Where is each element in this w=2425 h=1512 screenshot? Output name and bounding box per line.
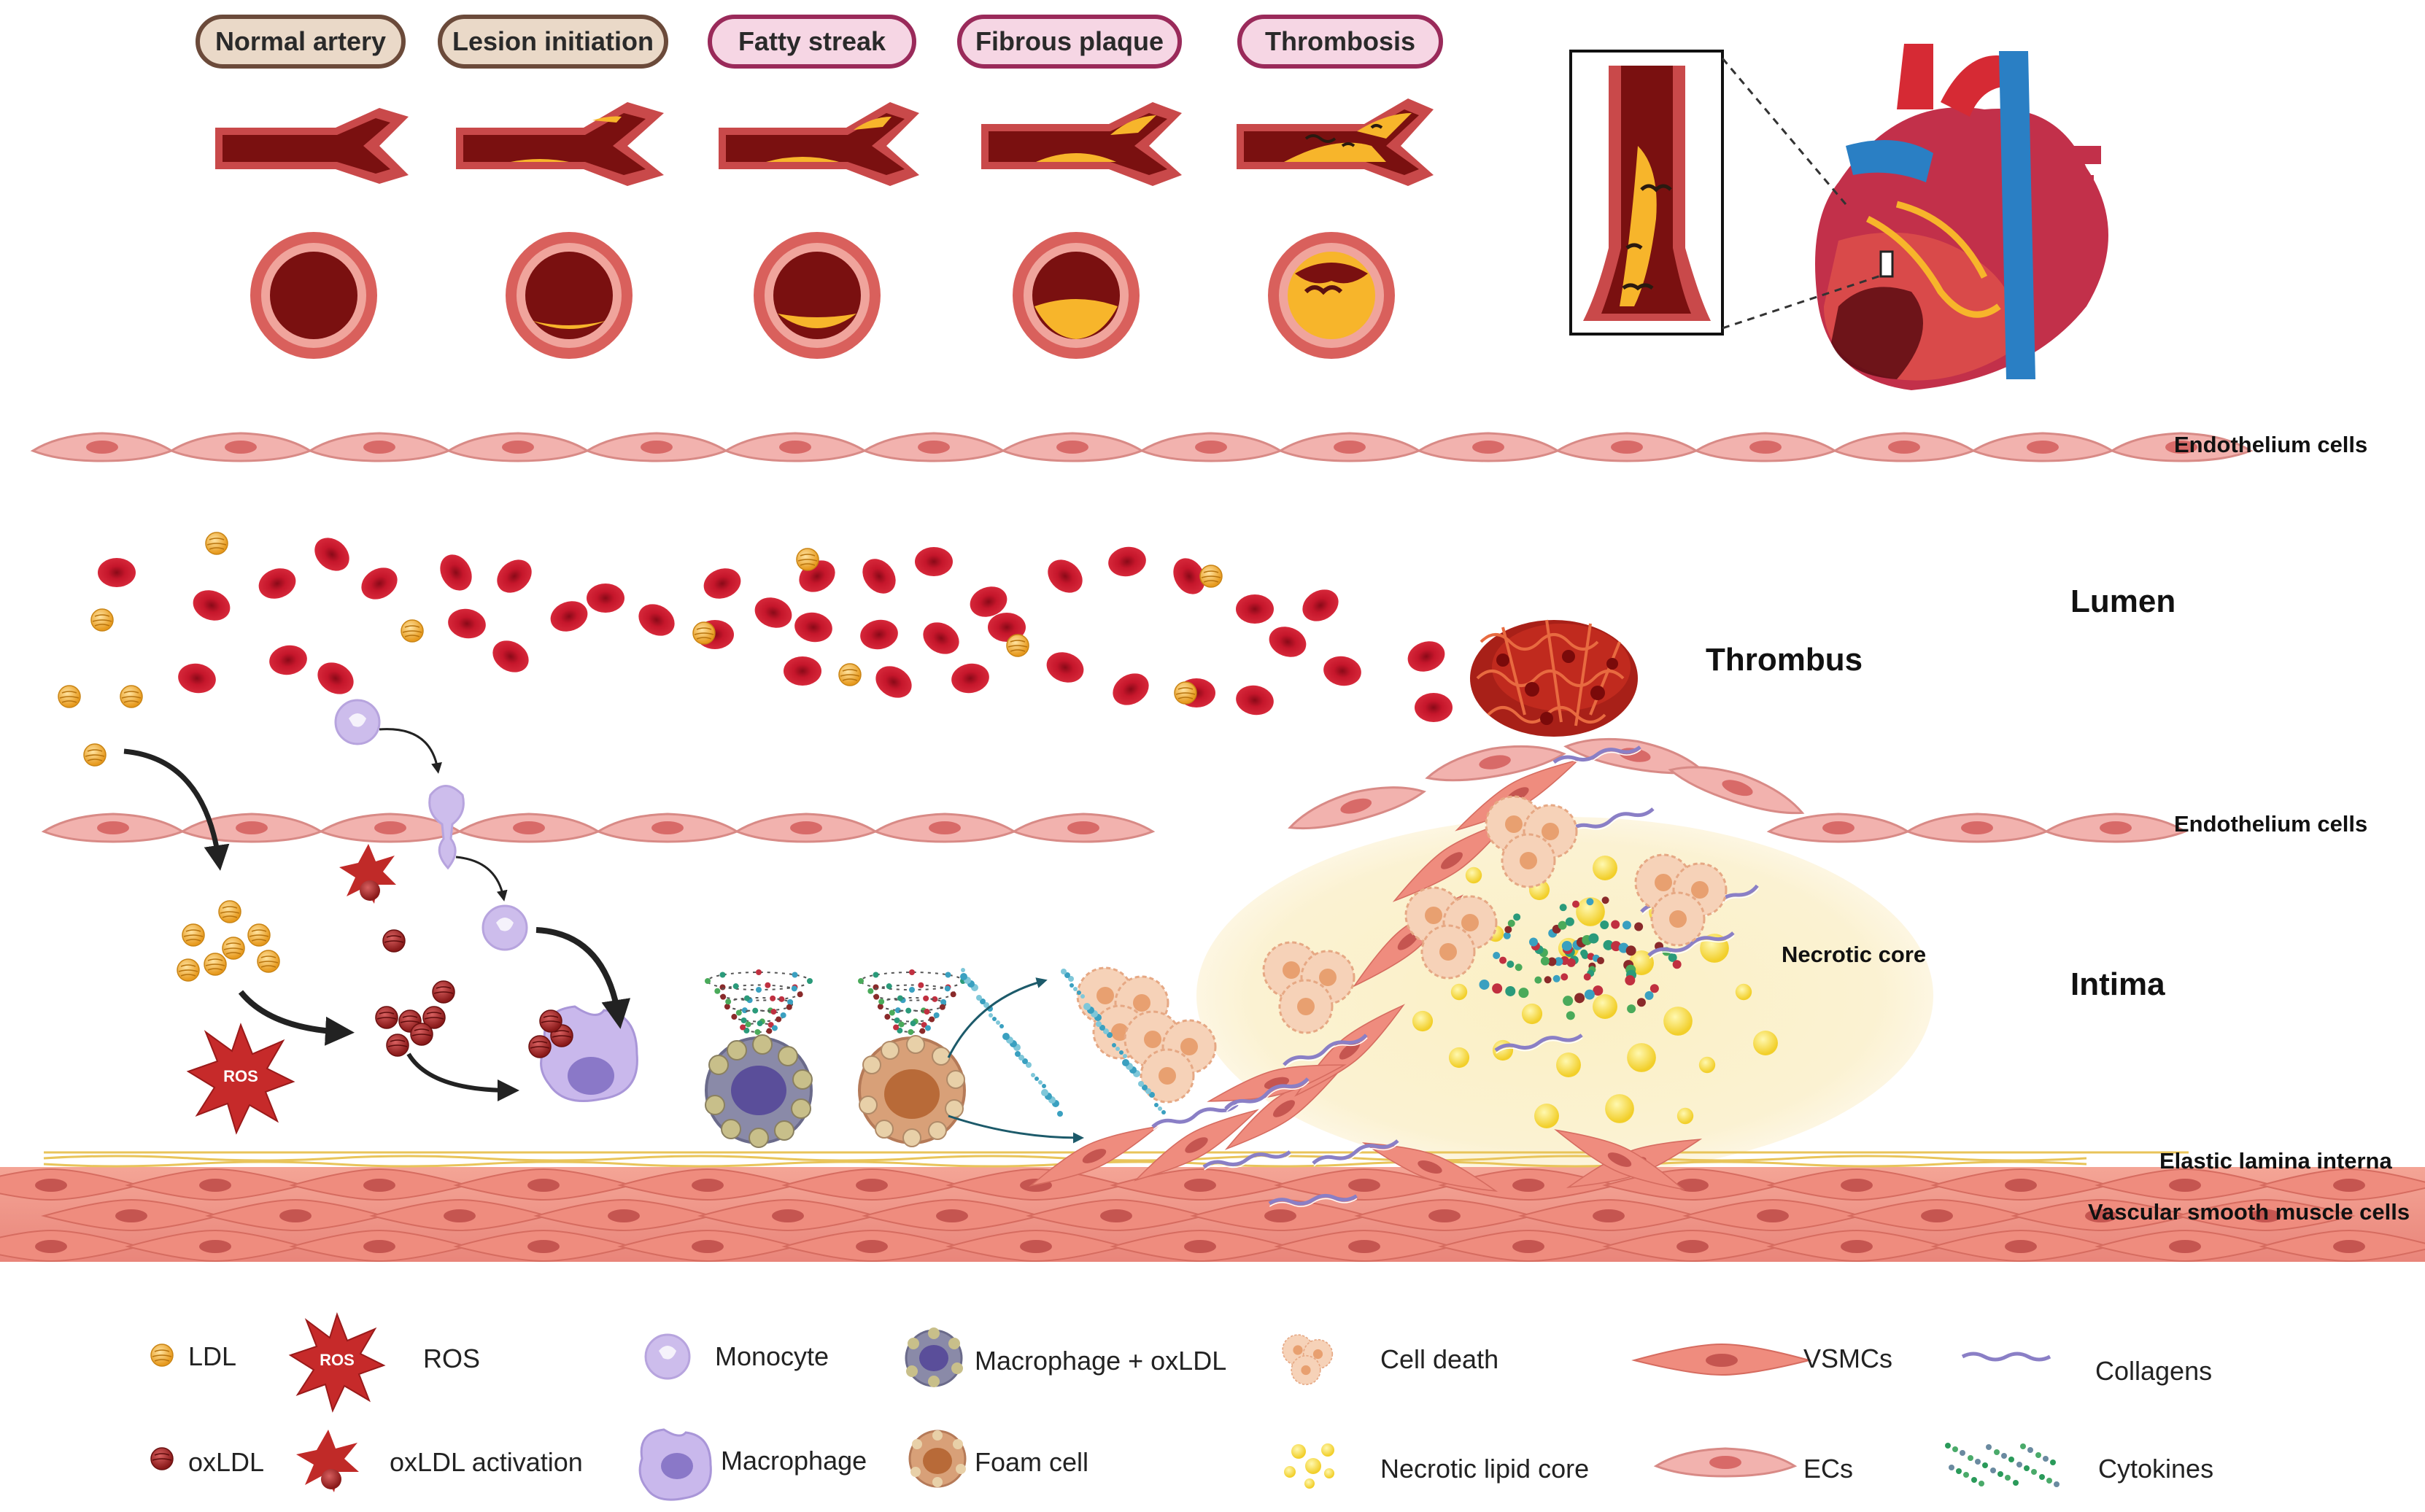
thrombus — [1470, 619, 1638, 737]
monocyte-lumen — [334, 699, 381, 745]
process-arrows — [123, 728, 631, 1101]
artery-long-lesion — [456, 102, 664, 186]
legend-foam-cell: Foam cell — [975, 1447, 1089, 1477]
legend-ros-icon-text: ROS — [320, 1351, 355, 1369]
oxldl-cluster — [375, 929, 455, 1057]
artery-long-fibrous — [981, 102, 1182, 186]
legend-macrophage-icon — [638, 1428, 712, 1501]
artery-cross-lesion — [506, 232, 633, 359]
ldl-particles — [58, 532, 1223, 767]
legend-macrophage-oxldl: Macrophage + oxLDL — [975, 1346, 1227, 1376]
legend-oxldl: oxLDL — [188, 1447, 265, 1477]
legend-collagens: Collagens — [2095, 1356, 2213, 1386]
artery-long-fatty — [719, 102, 919, 186]
legend-macrophage-oxldl-icon — [905, 1327, 963, 1387]
legend-ec-icon — [1655, 1447, 1796, 1478]
artery-cross-fibrous — [1013, 232, 1140, 359]
endothelium-top-layer — [31, 432, 2252, 462]
stage-thrombosis: Thrombosis — [1237, 15, 1443, 69]
legend-cell-death: Cell death — [1380, 1344, 1499, 1374]
foam-cell-arrows — [947, 977, 1084, 1144]
artery-cross-fatty — [754, 232, 881, 359]
legend-monocyte: Monocyte — [715, 1341, 829, 1371]
vsmc-layer — [0, 1167, 2425, 1262]
endothelium-bottom-layer — [42, 728, 2186, 843]
foam-cell — [858, 1035, 966, 1147]
label-endothelium-bottom: Endothelium cells — [2174, 811, 2368, 837]
necrotic-core-region — [1196, 817, 1933, 1174]
legend-cell-death-icon — [1282, 1334, 1334, 1386]
ros-badge-text: ROS — [223, 1067, 258, 1085]
legend-ecs: ECs — [1803, 1454, 1854, 1484]
macrophage-oxldl — [705, 1034, 813, 1148]
stage-fibrous-plaque: Fibrous plaque — [957, 15, 1182, 69]
artery-progression — [215, 98, 1434, 359]
legend-cytokines: Cytokines — [2098, 1454, 2214, 1484]
artery-cross-thrombosis — [1268, 232, 1395, 359]
legend-collagen-icon — [1962, 1354, 2050, 1362]
label-intima: Intima — [2070, 966, 2165, 1002]
legend-ros: ROS — [423, 1344, 481, 1373]
label-lumen: Lumen — [2070, 584, 2176, 619]
stage-fatty-streak: Fatty streak — [708, 15, 916, 69]
red-blood-cells — [98, 530, 1453, 722]
ros-star: ROS — [186, 1023, 295, 1135]
zoom-inset — [1569, 50, 1881, 336]
cytokine-spirals — [705, 969, 966, 1035]
label-endothelium-top: Endothelium cells — [2174, 432, 2368, 457]
legend-oxldl-activation: oxLDL activation — [390, 1447, 583, 1477]
legend-oxldl-icon — [150, 1447, 174, 1470]
intima-process: ROS — [123, 699, 1166, 1148]
legend-vsmcs: VSMCs — [1803, 1344, 1893, 1373]
legend-oxldl-activation-icon — [296, 1430, 359, 1492]
legend-ldl: LDL — [188, 1341, 237, 1371]
label-thrombus: Thrombus — [1706, 642, 1863, 678]
macrophage-engulfing — [528, 1005, 638, 1102]
legend-lipid-core-icon — [1284, 1443, 1334, 1489]
legend-ldl-icon — [150, 1344, 174, 1367]
artery-long-thrombosis — [1237, 98, 1434, 186]
label-necrotic-core: Necrotic core — [1782, 942, 1927, 967]
label-elastic-lamina: Elastic lamina interna — [2159, 1148, 2392, 1174]
legend-cytokine-icon — [1945, 1443, 2059, 1487]
artery-long-normal — [215, 108, 409, 184]
stage-lesion-initiation: Lesion initiation — [438, 15, 668, 69]
ldl-cluster — [177, 900, 280, 982]
monocyte-intima — [481, 904, 528, 951]
label-vsmc-layer: Vascular smooth muscle cells — [2088, 1199, 2410, 1225]
legend-icons: ROS — [150, 1311, 2059, 1501]
heart-illustration — [1815, 44, 2108, 390]
legend-foam-cell-icon — [908, 1430, 967, 1488]
legend-ros-icon: ROS — [288, 1311, 386, 1413]
artery-cross-normal — [250, 232, 377, 359]
cytokine-spray — [960, 968, 1166, 1117]
legend-monocyte-icon — [644, 1333, 691, 1380]
stage-normal-artery: Normal artery — [196, 15, 406, 69]
legend-vsmc-icon — [1633, 1344, 1810, 1376]
monocyte-transmigrating — [428, 785, 465, 870]
legend-necrotic-lipid-core: Necrotic lipid core — [1380, 1454, 1590, 1484]
legend-macrophage: Macrophage — [721, 1446, 867, 1476]
oxldl-activation-star — [339, 844, 396, 904]
